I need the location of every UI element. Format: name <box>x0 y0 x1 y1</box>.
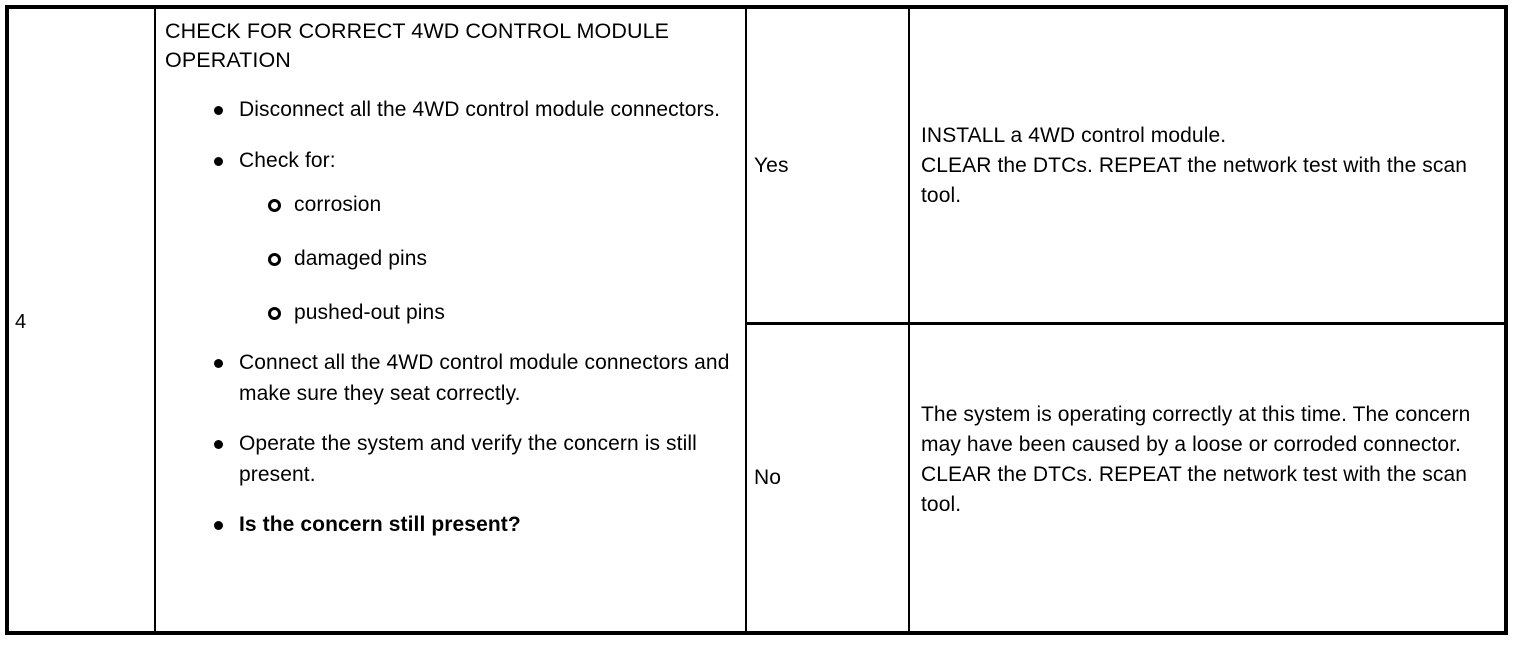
list-item: pushed-out pins <box>219 298 739 328</box>
bullet-dot-icon <box>214 359 223 368</box>
action-text-yes: INSTALL a 4WD control module. CLEAR the … <box>921 123 1468 207</box>
list-item-label: Connect all the 4WD control module conne… <box>239 351 730 405</box>
check-for-sub-list: corrosion damaged pins pushed-out pins <box>219 190 739 328</box>
list-item: Disconnect all the 4WD control module co… <box>165 95 739 126</box>
list-item: Check for: corrosion damaged pins <box>165 146 739 329</box>
test-content-inner: CHECK FOR CORRECT 4WD CONTROL MODULE OPE… <box>165 17 739 541</box>
list-item: Connect all the 4WD control module conne… <box>165 348 739 409</box>
step-number-cell: 4 <box>9 9 154 631</box>
action-cell-no: The system is operating correctly at thi… <box>910 325 1504 631</box>
bullet-dot-icon <box>214 440 223 449</box>
bullet-ring-icon <box>268 199 281 212</box>
action-cell-yes: INSTALL a 4WD control module. CLEAR the … <box>910 9 1504 322</box>
result-cell-no: No <box>747 325 908 631</box>
list-item-label: corrosion <box>294 193 382 216</box>
test-step-list: Disconnect all the 4WD control module co… <box>165 95 739 541</box>
row-divider-yes-no <box>745 322 1504 325</box>
bullet-dot-icon <box>214 106 223 115</box>
bullet-dot-icon <box>214 156 223 166</box>
action-text-no: The system is operating correctly at thi… <box>921 403 1471 516</box>
list-item: damaged pins <box>219 244 739 274</box>
bullet-ring-icon <box>268 253 281 266</box>
list-item: Is the concern still present? <box>165 510 739 541</box>
bullet-ring-icon <box>268 307 281 320</box>
list-item-label: pushed-out pins <box>294 301 445 324</box>
bullet-dot-icon <box>214 521 223 530</box>
result-label-yes: Yes <box>754 153 789 177</box>
action-column: INSTALL a 4WD control module. CLEAR the … <box>910 9 1504 631</box>
list-item-label: Is the concern still present? <box>239 513 521 536</box>
list-item: corrosion <box>219 190 739 220</box>
column-divider-step <box>154 9 156 631</box>
test-title: CHECK FOR CORRECT 4WD CONTROL MODULE OPE… <box>165 19 670 72</box>
column-divider-result <box>745 9 747 631</box>
step-number: 4 <box>15 311 27 333</box>
result-label-no: No <box>754 466 782 489</box>
list-item: Operate the system and verify the concer… <box>165 429 739 490</box>
result-column: Yes No <box>747 9 908 631</box>
column-divider-action <box>908 9 910 631</box>
list-item-label: Check for: <box>239 148 336 172</box>
result-cell-yes: Yes <box>747 9 908 322</box>
test-content-cell: CHECK FOR CORRECT 4WD CONTROL MODULE OPE… <box>156 9 745 631</box>
list-item-label: Operate the system and verify the concer… <box>239 432 697 486</box>
pinpoint-test-table: 4 CHECK FOR CORRECT 4WD CONTROL MODULE O… <box>5 5 1508 635</box>
list-item-label: damaged pins <box>294 247 428 270</box>
list-item-label: Disconnect all the 4WD control module co… <box>239 98 721 121</box>
